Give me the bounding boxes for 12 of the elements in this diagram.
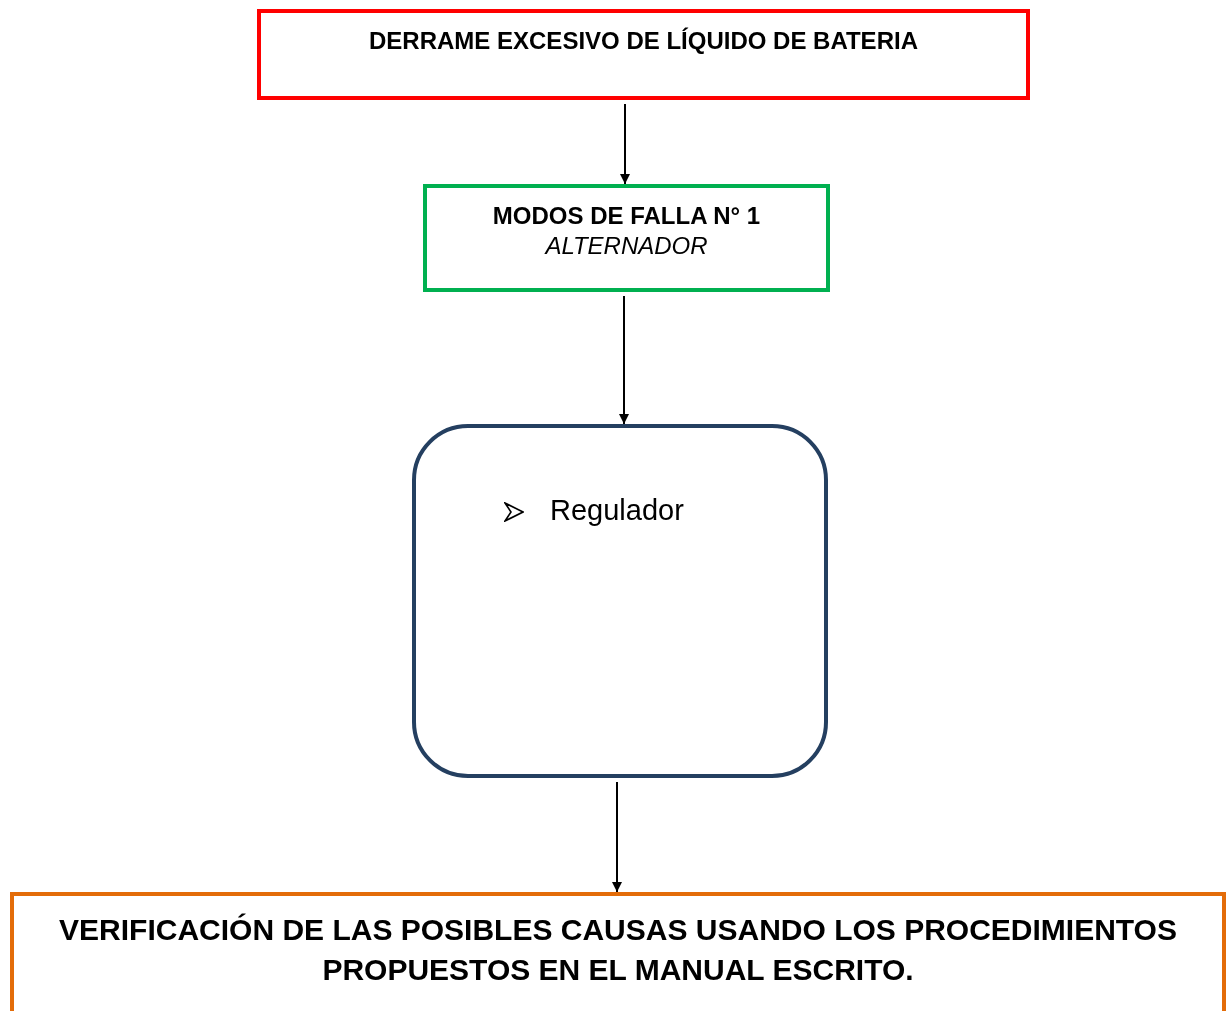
box-title: MODOS DE FALLA N° 1 bbox=[492, 202, 761, 230]
box-title: DERRAME EXCESIVO DE LÍQUIDO DE BATERIA bbox=[369, 27, 918, 55]
arrow bbox=[620, 103, 630, 185]
arrow bbox=[612, 781, 622, 893]
box-title: VERIFICACIÓN DE LAS POSIBLES CAUSAS USANDO LOS PROCEDIMIENTOS PROPUESTOS EN EL MANUAL ESCRITO. bbox=[58, 912, 1178, 988]
cause-box bbox=[412, 424, 828, 778]
problem-box bbox=[257, 9, 1030, 100]
verification-box bbox=[10, 892, 1226, 1011]
failure-mode-box bbox=[423, 184, 830, 292]
arrow bbox=[619, 295, 629, 425]
component-name: ALTERNADOR bbox=[545, 232, 708, 260]
bullet-item: Regulador bbox=[550, 494, 684, 527]
